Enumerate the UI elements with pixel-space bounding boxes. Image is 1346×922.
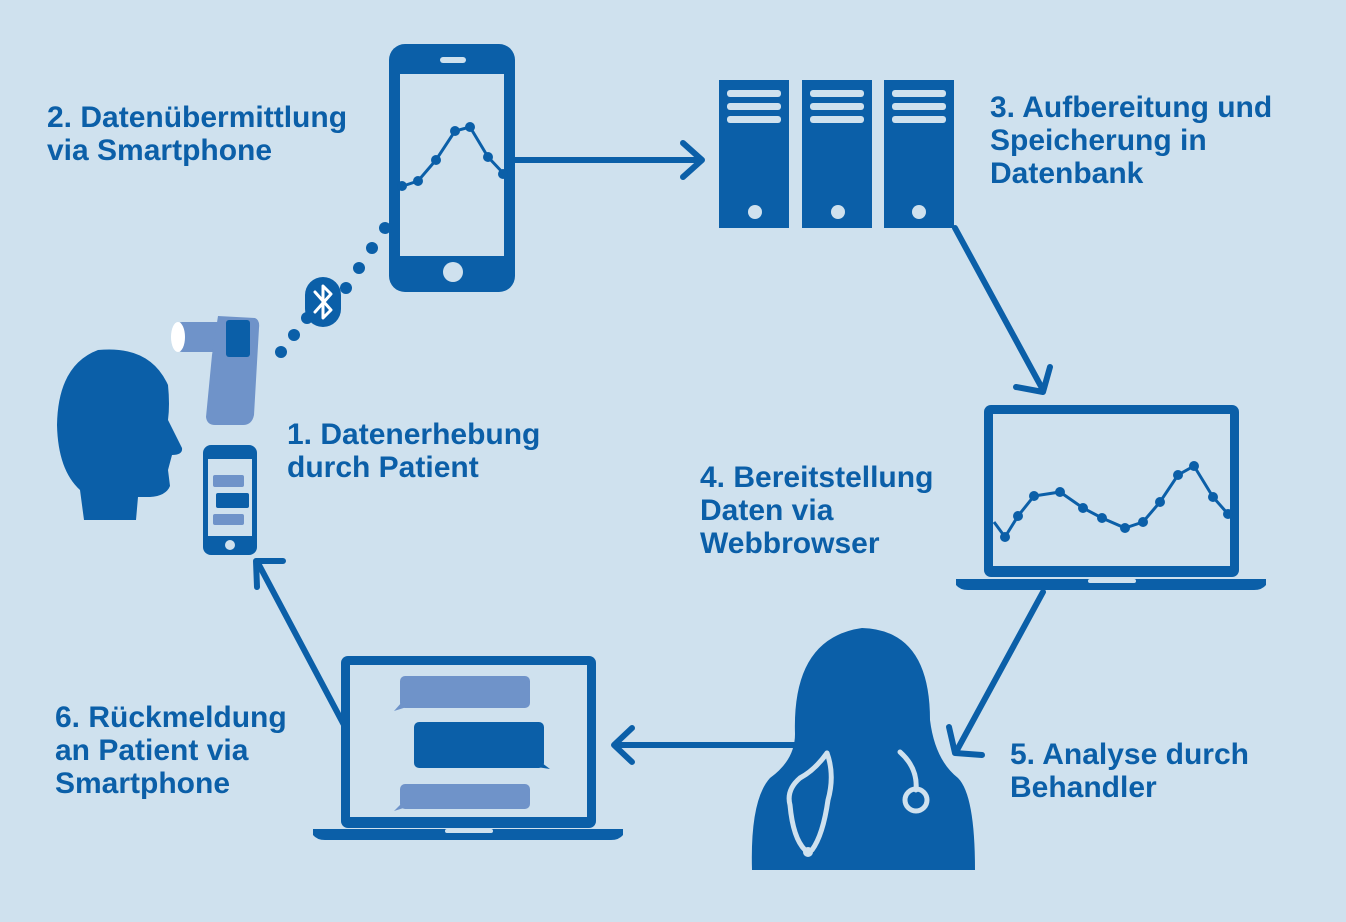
- step-1-line-2: durch Patient: [287, 451, 479, 484]
- doctor-icon: [751, 628, 975, 870]
- step-5-label: 5. Analyse durch Behandler: [1010, 738, 1249, 804]
- step-2-label: 2. Datenübermittlung via Smartphone: [47, 101, 347, 167]
- laptop-message-icon: [313, 656, 623, 840]
- small-smartphone-icon: [203, 445, 257, 555]
- spirometer-icon: [171, 316, 260, 425]
- step-6-line-2: an Patient via: [55, 734, 249, 767]
- patient-head-icon: [57, 349, 183, 520]
- step-6-line-1: 6. Rückmeldung: [55, 701, 287, 734]
- arrow-laptop-to-doctor: [946, 589, 1046, 758]
- arrow-laptop-to-patient: [253, 558, 347, 728]
- bluetooth-icon: [305, 277, 341, 327]
- step-6-line-3: Smartphone: [55, 767, 231, 800]
- server-icon: [719, 80, 954, 228]
- step-4-line-1: 4. Bereitstellung: [700, 461, 934, 494]
- step-1-label: 1. Datenerhebung durch Patient: [287, 418, 540, 484]
- step-3-line-3: Datenbank: [990, 157, 1144, 190]
- step-1-line-1: 1. Datenerhebung: [287, 418, 541, 451]
- arrow-phone-to-server: [511, 140, 705, 180]
- step-5-line-1: 5. Analyse durch: [1010, 738, 1249, 771]
- step-2-line-1: 2. Datenübermittlung: [47, 101, 348, 134]
- arrow-doctor-to-laptop: [611, 725, 800, 765]
- laptop-chart-icon: [956, 405, 1266, 590]
- step-3-label: 3. Aufbereitung und Speicherung in Daten…: [990, 91, 1272, 190]
- step-3-line-1: 3. Aufbereitung und: [990, 91, 1273, 124]
- step-2-line-2: via Smartphone: [47, 134, 273, 167]
- step-4-label: 4. Bereitstellung Daten via Webbrowser: [700, 461, 933, 560]
- step-5-line-2: Behandler: [1010, 771, 1157, 804]
- step-6-label: 6. Rückmeldung an Patient via Smartphone: [55, 701, 287, 800]
- step-3-line-2: Speicherung in: [990, 124, 1207, 157]
- smartphone-chart-icon: [389, 44, 515, 292]
- arrow-server-to-laptop: [952, 225, 1053, 395]
- step-4-line-3: Webbrowser: [700, 527, 880, 560]
- step-4-line-2: Daten via: [700, 494, 834, 527]
